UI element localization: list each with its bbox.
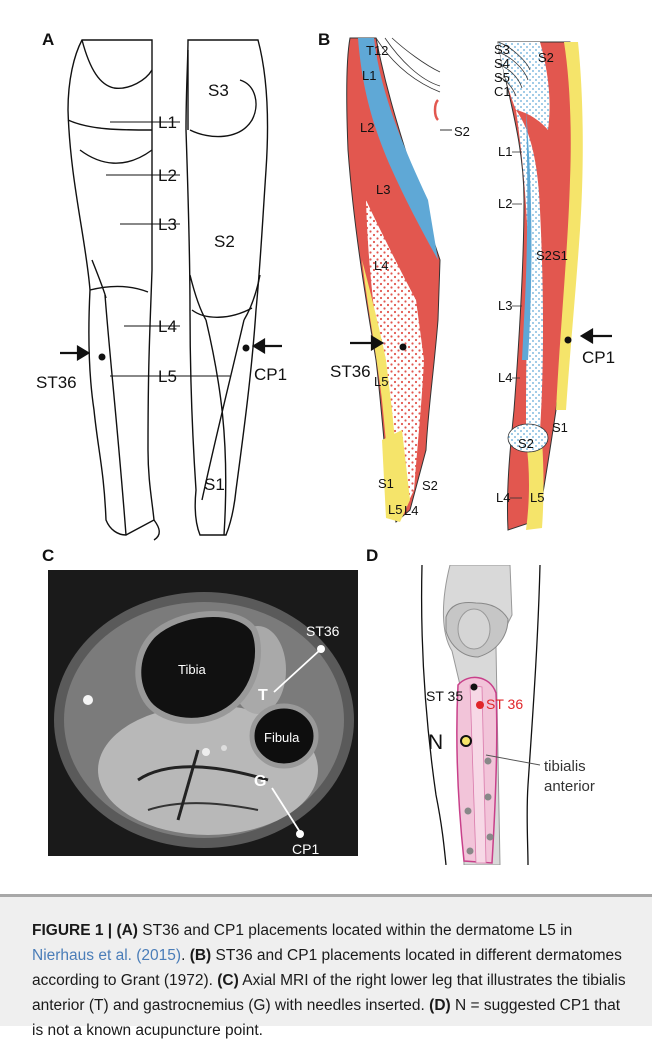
b-label-s2-foot: S2: [422, 478, 438, 493]
b-label-s1-heel: S1: [552, 420, 568, 435]
figure-caption: FIGURE 1 | (A) ST36 and CP1 placements l…: [0, 894, 652, 1026]
b-label-l3-right: L3: [498, 298, 512, 313]
b-label-l1: L1: [362, 68, 376, 83]
d-st35-label: ST 35: [426, 688, 463, 704]
panel-a-dermatome-diagram: L1 L2 L3 L4 L5 S3 S2 S1 ST36 CP1: [30, 30, 330, 560]
point-st36-a: ST36: [36, 373, 77, 392]
mri-g-label: G: [254, 773, 266, 790]
caption-figure-label: FIGURE 1 |: [32, 922, 112, 939]
mri-tibia-label: Tibia: [178, 662, 206, 677]
posterior-leg-outline: [186, 40, 268, 535]
anterior-leg-colored: [347, 38, 440, 522]
mri-cross-section: Tibia Fibula ST36 CP1 T G: [48, 570, 358, 856]
b-label-l5-heel: L5: [530, 490, 544, 505]
b-label-s2-thigh: S2: [454, 124, 470, 139]
b-label-c1: C1: [494, 84, 511, 99]
b-label-l3: L3: [376, 182, 390, 197]
panel-c-label: C: [42, 546, 54, 566]
caption-a-label: (A): [116, 922, 138, 939]
d-anterior-label: anterior: [544, 778, 595, 795]
derm-s1: S1: [204, 475, 225, 494]
derm-l1: L1: [158, 113, 177, 132]
point-cp1-a: CP1: [254, 365, 287, 384]
b-label-l1-right: L1: [498, 144, 512, 159]
mri-cp1-label: CP1: [292, 841, 319, 856]
b-label-l4: L4: [374, 258, 388, 273]
b-label-s2-top: S2: [538, 50, 554, 65]
b-label-s4: S4: [494, 56, 510, 71]
derm-s2: S2: [214, 232, 235, 251]
b-label-l4-right: L4: [498, 370, 512, 385]
caption-a-text: ST36 and CP1 placements located within t…: [138, 922, 572, 939]
caption-c-label: (C): [217, 972, 239, 989]
caption-d-label: (D): [429, 997, 451, 1014]
panel-b-label: B: [318, 30, 330, 50]
caption-text: FIGURE 1 | (A) ST36 and CP1 placements l…: [32, 918, 632, 1043]
caption-divider: [0, 894, 652, 897]
mri-t-label: T: [258, 687, 268, 704]
point-cp1-b: CP1: [582, 348, 615, 367]
caption-ref-nierhaus[interactable]: Nierhaus et al. (2015): [32, 947, 181, 964]
b-label-s2-calf: S2: [536, 248, 552, 263]
b-label-s1-left: S1: [378, 476, 394, 491]
b-label-s1-calf: S1: [552, 248, 568, 263]
panel-d-label: D: [366, 546, 378, 566]
b-label-l4-foot: L4: [404, 503, 418, 518]
b-label-l5-foot: L5: [388, 502, 402, 517]
anterior-leg-outline: [68, 40, 154, 535]
caption-b-label: (B): [190, 947, 212, 964]
tibialis-anterior-diagram: ST 35 ST 36 N tibialis anterior: [400, 565, 640, 865]
derm-l3: L3: [158, 215, 177, 234]
point-st36-b: ST36: [330, 362, 371, 381]
derm-l5: L5: [158, 367, 177, 386]
d-tibialis-label: tibialis: [544, 758, 586, 775]
b-label-s5: S5: [494, 70, 510, 85]
b-label-s3: S3: [494, 42, 510, 57]
posterior-leg-colored: [498, 42, 583, 530]
mri-st36-label: ST36: [306, 623, 340, 639]
mri-fibula-label: Fibula: [264, 730, 300, 745]
d-st36-label: ST 36: [486, 696, 523, 712]
d-n-label: N: [428, 731, 443, 754]
b-label-l5: L5: [374, 374, 388, 389]
panel-b-dermatome-diagram: T12 L1 L2 L3 L4 L5 S1 S2 L5 L4 S2 S3 S4 …: [330, 30, 630, 540]
b-label-t12: T12: [366, 43, 388, 58]
b-label-s2-heel: S2: [518, 436, 534, 451]
derm-s3: S3: [208, 81, 229, 100]
b-label-l2-right: L2: [498, 196, 512, 211]
b-label-l2: L2: [360, 120, 374, 135]
derm-l4: L4: [158, 317, 177, 336]
b-label-l4-heel: L4: [496, 490, 510, 505]
derm-l2: L2: [158, 166, 177, 185]
